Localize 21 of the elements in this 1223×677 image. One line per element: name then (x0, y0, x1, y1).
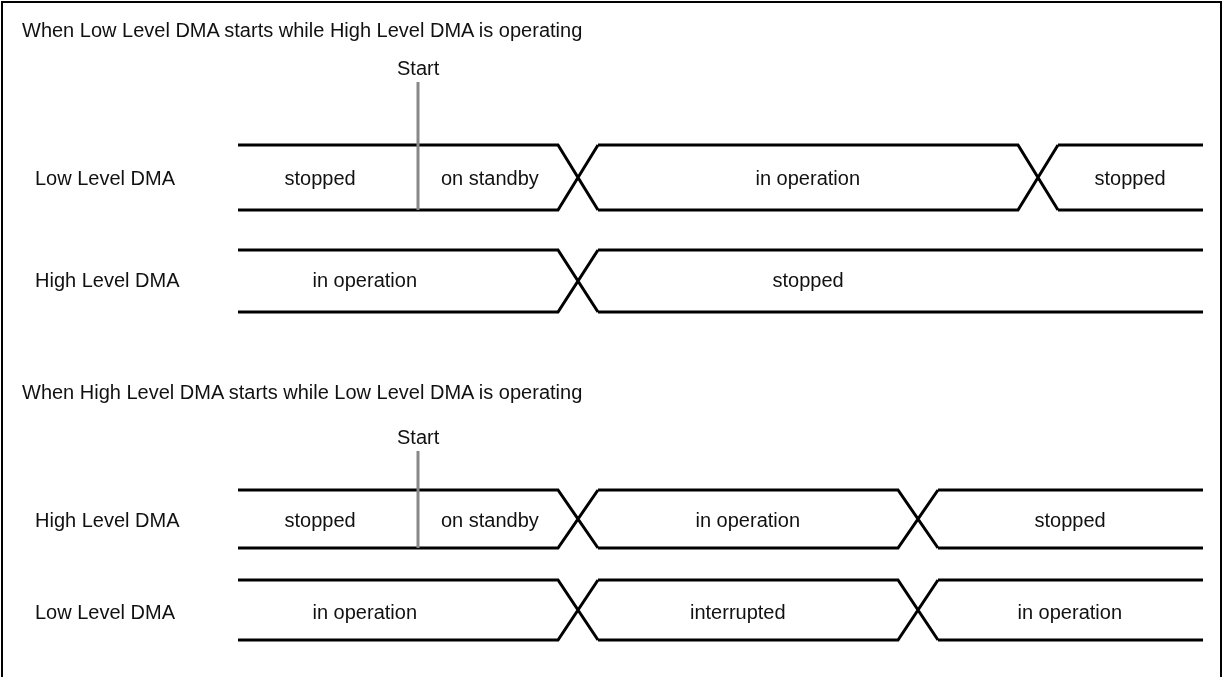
state-label: in operation (695, 508, 801, 532)
state-label: in operation (755, 166, 861, 190)
section-heading: When High Level DMA starts while Low Level DMA is operating (22, 380, 583, 404)
state-label: stopped (1034, 508, 1106, 532)
start-marker-label: Start (397, 56, 440, 80)
state-label: interrupted (690, 600, 786, 624)
section-heading: When Low Level DMA starts while High Level DMA is operating (22, 18, 583, 42)
signal-name: High Level DMA (35, 508, 180, 532)
start-marker-label: Start (397, 425, 440, 449)
signal-name: High Level DMA (35, 268, 180, 292)
state-label: on standby (441, 166, 539, 190)
state-label: in operation (312, 268, 418, 292)
state-label: stopped (284, 166, 356, 190)
state-label: in operation (312, 600, 418, 624)
signal-name: Low Level DMA (35, 600, 176, 624)
state-label: stopped (1094, 166, 1166, 190)
state-label: stopped (284, 508, 356, 532)
state-label: stopped (772, 268, 844, 292)
state-label: on standby (441, 508, 539, 532)
state-label: in operation (1017, 600, 1123, 624)
signal-name: Low Level DMA (35, 166, 176, 190)
